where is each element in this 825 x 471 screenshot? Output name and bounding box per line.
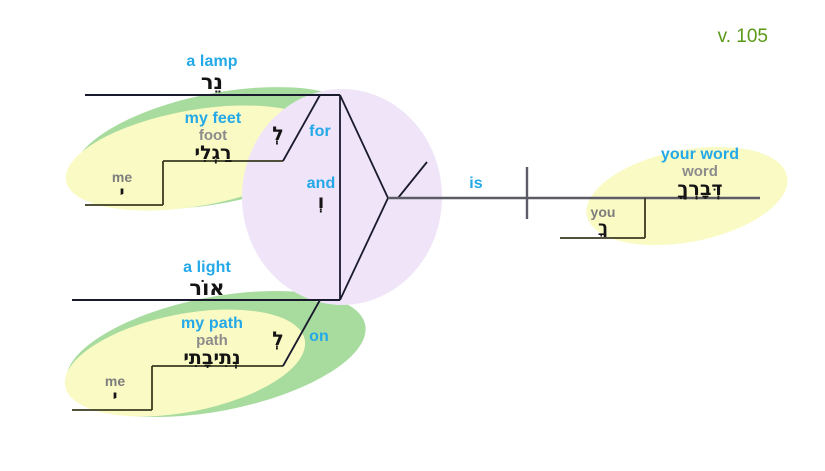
node-you[interactable]: you ךָ: [591, 205, 616, 238]
node-my-feet-gloss: my feet: [184, 110, 242, 127]
node-me-lower[interactable]: me י: [105, 374, 125, 407]
node-lamp[interactable]: a lamp נֵר: [186, 53, 238, 94]
node-me-lower-gloss: me: [104, 373, 126, 389]
node-me-lower-hebrew: י: [112, 386, 118, 407]
lower-preposition-riser: [282, 299, 321, 367]
conjunction-upper-arm: [339, 94, 389, 199]
upper-preposition-riser: [282, 94, 321, 162]
node-your-word-gloss: your word: [660, 146, 740, 163]
node-on-gloss: on: [309, 328, 329, 345]
node-my-feet[interactable]: my feet foot רַגְלִי: [184, 110, 242, 164]
node-for-particle: לְ: [272, 123, 284, 145]
node-lamp-gloss: a lamp: [186, 53, 238, 70]
node-your-word-hebrew: דְּבָרְךָ: [677, 177, 723, 200]
node-light-gloss: a light: [183, 259, 231, 276]
node-and[interactable]: and וְ: [306, 175, 336, 213]
node-your-word[interactable]: your word word דְּבָרְךָ: [660, 146, 740, 200]
node-me-upper-gloss: me: [111, 169, 133, 185]
node-my-path[interactable]: my path path נְתִיבָתִי: [180, 315, 244, 369]
node-on-particle: לְ: [272, 328, 284, 350]
node-and-hebrew: וְ: [317, 190, 325, 213]
node-and-gloss: and: [306, 175, 336, 192]
node-you-hebrew: ךָ: [598, 217, 608, 238]
node-my-path-lemma: path: [196, 331, 228, 349]
node-light-hebrew: אוֹר: [189, 275, 225, 300]
node-for-gloss: for: [309, 123, 331, 140]
node-me-upper[interactable]: me י: [112, 170, 132, 203]
right-yellow-ellipse: [586, 146, 788, 246]
node-for[interactable]: for: [309, 123, 331, 141]
predicate-tick: [397, 161, 428, 199]
node-you-gloss: you: [590, 204, 616, 220]
node-me-upper-hebrew: י: [119, 182, 125, 203]
node-my-path-gloss: my path: [180, 315, 244, 332]
verse-reference: v. 105: [717, 26, 768, 47]
node-lamp-hebrew: נֵר: [200, 69, 224, 94]
node-my-path-hebrew: נְתִיבָתִי: [183, 346, 241, 369]
node-my-feet-lemma: foot: [198, 126, 228, 144]
node-my-feet-hebrew: רַגְלִי: [194, 141, 232, 164]
node-on-hebrew: לְ: [272, 328, 284, 350]
node-is[interactable]: is: [469, 175, 483, 193]
node-light[interactable]: a light אוֹר: [183, 259, 231, 300]
node-your-word-lemma: word: [682, 162, 718, 180]
lower-yellow-ellipse: [64, 309, 306, 417]
node-for-hebrew: לְ: [272, 123, 284, 145]
center-purple-ellipse: [242, 89, 442, 305]
node-on[interactable]: on: [309, 328, 329, 346]
node-is-gloss: is: [469, 175, 483, 192]
conjunction-lower-arm: [339, 197, 389, 301]
